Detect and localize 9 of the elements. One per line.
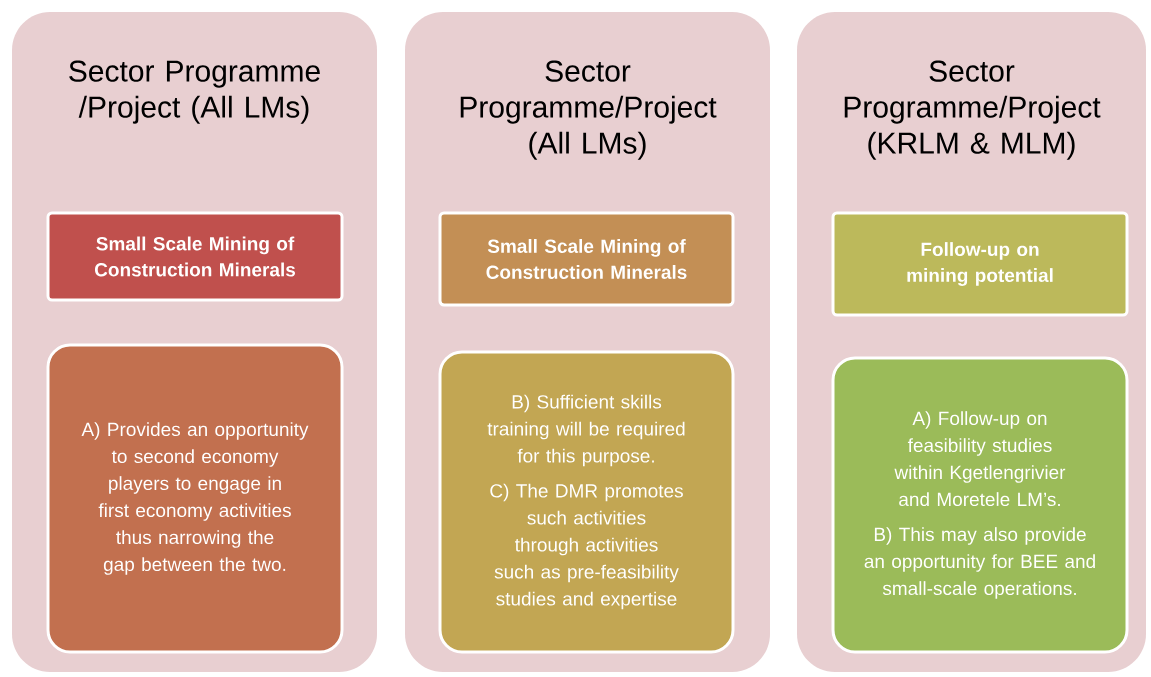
title-box: Follow-up on mining potential bbox=[831, 211, 1129, 317]
text-box: A) Provides an opportunity to second economy players to engage in first economy activities thus narrowing the gap between the two. bbox=[46, 343, 344, 654]
title-box: Small Scale Mining of Construction Minerals bbox=[46, 211, 344, 302]
text-box: A) Follow-up on feasibility studies within Kgetlengrivier and Moretele LM’s. B) This may also provide an opportunity for BEE and small-scale operations. bbox=[831, 356, 1129, 654]
title-box: Small Scale Mining of Construction Minerals bbox=[438, 211, 735, 307]
text-box: B) Sufficient skills training will be required for this purpose. C) The DMR promotes such activities through activities such as pre-feasibility studies and expertise bbox=[438, 350, 735, 654]
heading: Sector Programme/Project (All LMs) bbox=[460, 60, 717, 160]
heading: Sector Programme /Project (All LMs) bbox=[69, 60, 320, 124]
heading: Sector Programme/Project (KRLM & MLM) bbox=[844, 60, 1101, 160]
